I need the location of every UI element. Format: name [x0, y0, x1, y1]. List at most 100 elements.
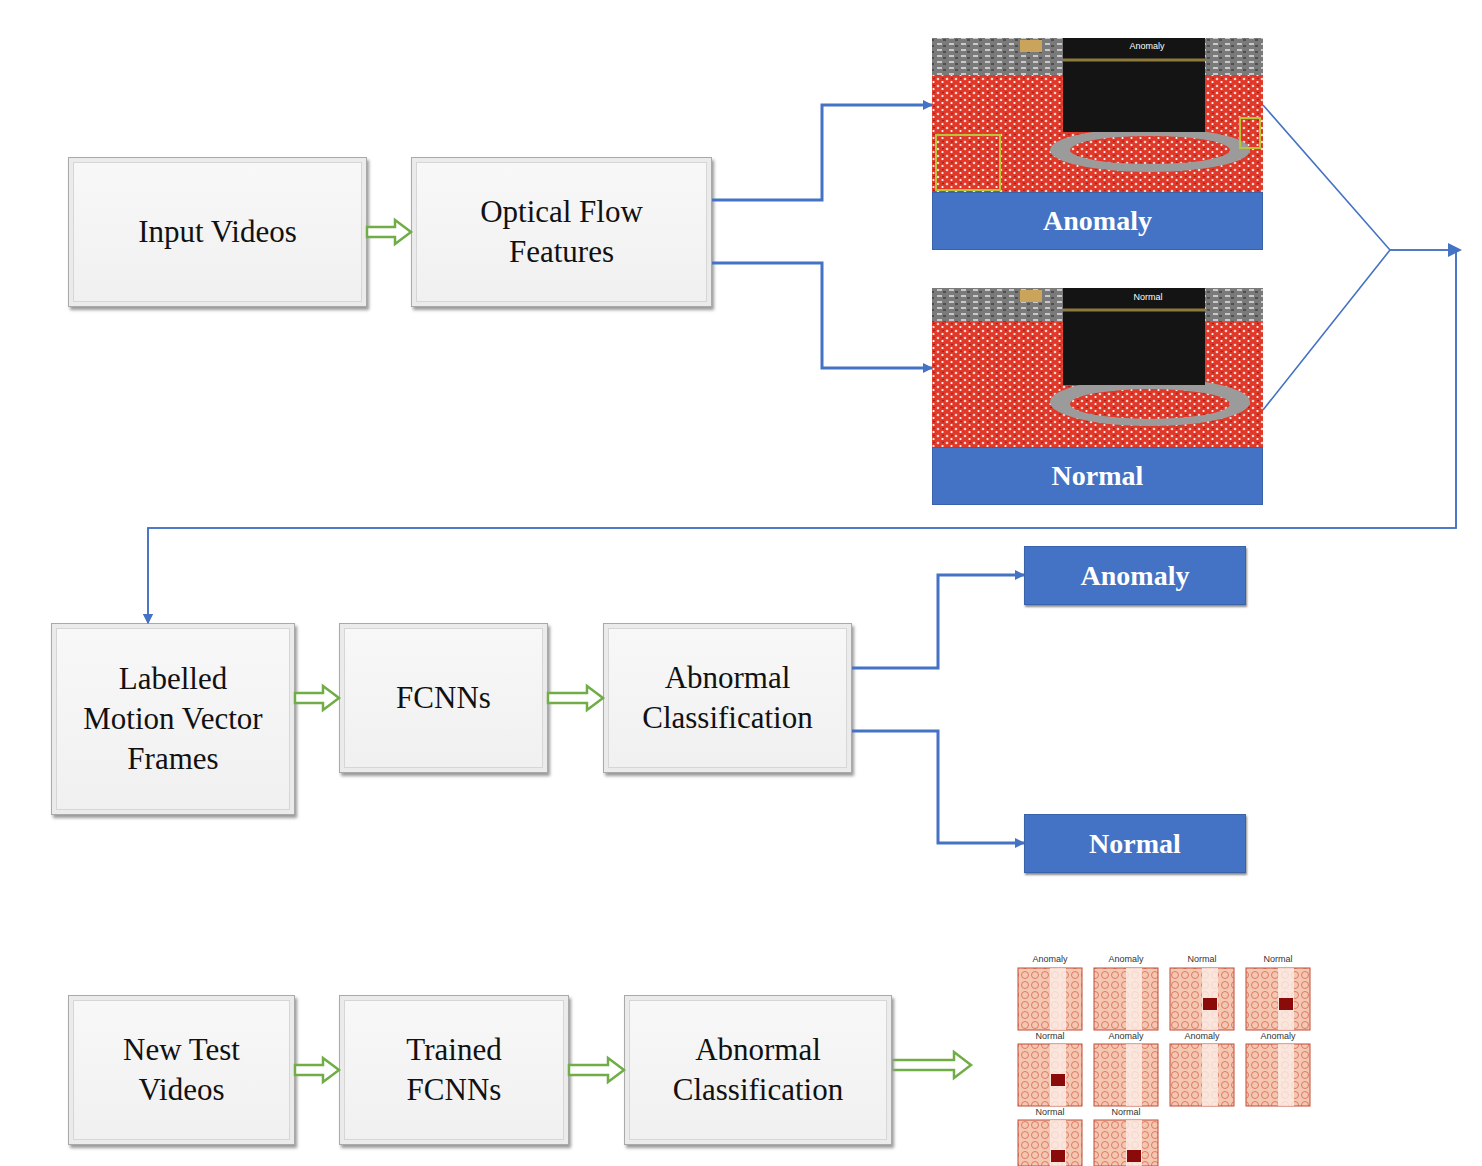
thumb-mark: [1051, 1074, 1065, 1086]
thumb-band: [1126, 1120, 1142, 1166]
thumbnail-label: Normal: [990, 1107, 1110, 1117]
image-panel: Anomaly: [932, 38, 1263, 250]
box-label: FCNNs: [396, 678, 491, 718]
photo-background: [932, 38, 1263, 192]
thumb-band: [1202, 968, 1218, 1030]
thumbnail: [1170, 968, 1234, 1030]
kaaba-shape: [1063, 38, 1205, 132]
thumb-image: [1018, 1044, 1082, 1106]
sign-shape: [1020, 40, 1042, 52]
thumbnail: [1094, 1120, 1158, 1166]
thumbnail-label: Anomaly: [1066, 954, 1186, 964]
thumb-mark: [1279, 998, 1293, 1010]
thumb-image: [1170, 1044, 1234, 1106]
anomaly-box: [1240, 118, 1260, 148]
thumbnail: [1246, 1044, 1310, 1106]
thumb-image: [1170, 968, 1234, 1030]
output-arrow: [892, 1052, 971, 1078]
process-box: Input Videos: [68, 157, 367, 307]
floor-ring: [1050, 128, 1250, 172]
process-box: New Test Videos: [68, 995, 295, 1145]
thumbnail: [1018, 1044, 1082, 1106]
image-panel: Normal: [932, 288, 1263, 505]
gold-band: [1063, 309, 1205, 312]
thumb-image: [1018, 1120, 1082, 1166]
thumb-image: [1246, 1044, 1310, 1106]
thumb-image: [1094, 968, 1158, 1030]
thumbnail-label: Normal: [990, 1031, 1110, 1041]
box-label: Abnormal Classification: [624, 658, 831, 739]
class-label-box: Anomaly: [1024, 546, 1246, 605]
overlay-label: Normal: [1088, 292, 1208, 302]
process-box: Trained FCNNs: [339, 995, 569, 1145]
thumb-mark: [1203, 998, 1217, 1010]
thumbnail-label: Normal: [1218, 954, 1338, 964]
result-thumbnails: [1018, 968, 1310, 1166]
thumb-image: [1094, 1044, 1158, 1106]
thumbnail-label: Anomaly: [990, 954, 1110, 964]
inner-crowd: [1070, 389, 1230, 419]
flow-arrow: [295, 686, 339, 710]
thumb-mark: [1127, 1150, 1141, 1162]
class-label: Normal: [1089, 828, 1181, 860]
photo-background: [932, 288, 1263, 447]
branch-arrow: [852, 731, 1024, 843]
thumbnail-label: Normal: [1066, 1107, 1186, 1117]
thumbnail-label: Anomaly: [1066, 1031, 1186, 1041]
box-label: Optical Flow Features: [452, 192, 671, 273]
thumb-band: [1126, 968, 1142, 1030]
process-box: Abnormal Classification: [603, 623, 852, 773]
arrow-head: [1448, 243, 1462, 257]
thumb-image: [1018, 968, 1082, 1030]
thumb-band: [1278, 968, 1294, 1030]
thumb-band: [1050, 1120, 1066, 1166]
box-label: New Test Videos: [89, 1030, 274, 1111]
process-box: FCNNs: [339, 623, 548, 773]
floor-ring: [1050, 378, 1250, 426]
thumb-image: [1094, 1120, 1158, 1166]
thumbnail: [1018, 968, 1082, 1030]
thumbnail: [1094, 968, 1158, 1030]
box-label: Trained FCNNs: [370, 1030, 538, 1111]
branch-arrow: [852, 575, 1024, 668]
flow-arrow: [569, 1058, 624, 1082]
branch-arrow: [712, 105, 932, 200]
flow-arrow: [295, 1058, 339, 1082]
crowd-photo: [932, 288, 1263, 447]
process-box: Abnormal Classification: [624, 995, 892, 1145]
thumb-band: [1126, 1044, 1142, 1106]
thumb-band: [1050, 968, 1066, 1030]
thumb-band: [1050, 1044, 1066, 1106]
thumbnail: [1094, 1044, 1158, 1106]
thumb-image: [1246, 968, 1310, 1030]
thumb-band: [1278, 1044, 1294, 1106]
overlay-label: Anomaly: [1087, 41, 1207, 51]
thumbnail: [1246, 968, 1310, 1030]
flow-arrow: [367, 220, 411, 244]
process-box: Optical Flow Features: [411, 157, 712, 307]
sign-shape: [1020, 290, 1042, 302]
thumbnail: [1170, 1044, 1234, 1106]
crowd-photo: [932, 38, 1263, 192]
anomaly-box: [936, 135, 1000, 190]
box-label: Input Videos: [138, 212, 297, 252]
thumbnail-label: Normal: [1142, 954, 1262, 964]
class-label: Anomaly: [932, 192, 1263, 250]
class-label: Normal: [932, 447, 1263, 505]
box-label: Abnormal Classification: [645, 1030, 871, 1111]
process-box: Labelled Motion Vector Frames: [51, 623, 295, 815]
flow-arrow: [548, 686, 603, 710]
box-label: Labelled Motion Vector Frames: [82, 659, 264, 780]
class-label-box: Normal: [1024, 814, 1246, 873]
gold-band: [1063, 59, 1205, 62]
kaaba-shape: [1063, 288, 1205, 385]
branch-arrow: [712, 263, 932, 368]
thumb-mark: [1051, 1150, 1065, 1162]
thumb-band: [1202, 1044, 1218, 1106]
thumbnail-label: Anomaly: [1142, 1031, 1262, 1041]
inner-crowd: [1070, 136, 1230, 164]
thumbnail: [1018, 1120, 1082, 1166]
class-label: Anomaly: [1081, 560, 1190, 592]
